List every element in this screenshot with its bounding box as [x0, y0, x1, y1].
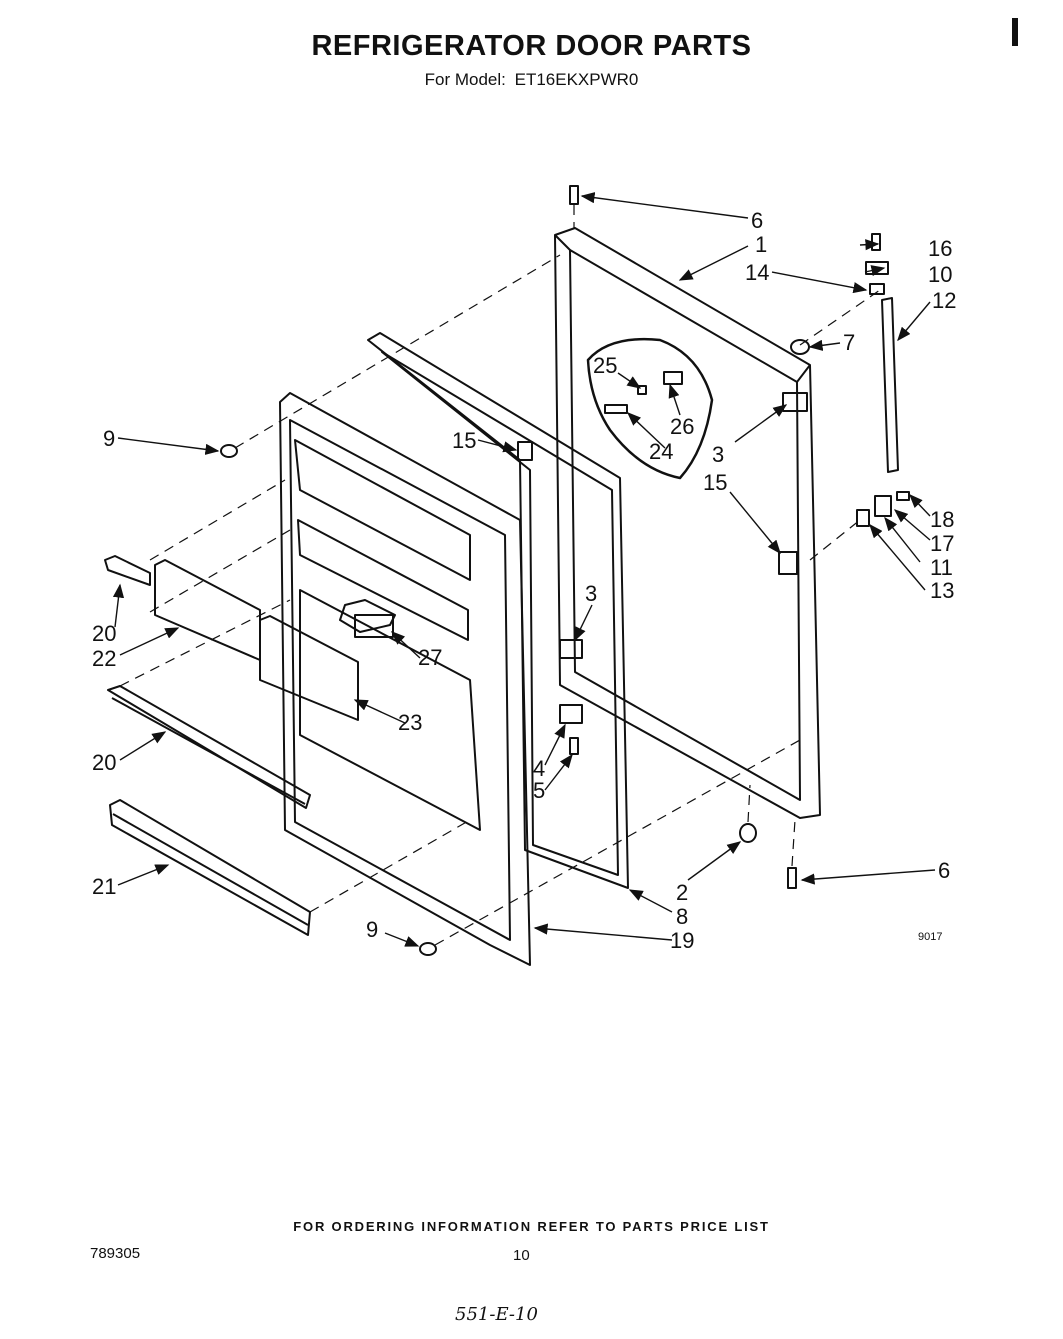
hinge-part-17	[874, 495, 892, 517]
callout-12: 12	[932, 288, 956, 313]
callout-24: 24	[649, 439, 673, 464]
door-liner	[279, 392, 531, 966]
screw-9-upper	[220, 444, 238, 458]
figure-code: 9017	[918, 931, 942, 943]
document-number: 789305	[90, 1245, 141, 1262]
callout-18: 18	[930, 507, 954, 532]
callout-2: 2	[676, 880, 688, 905]
callout-23: 23	[398, 710, 422, 735]
callout-14: 14	[745, 260, 769, 285]
detail-bubble	[586, 338, 714, 480]
callout-3-upper: 3	[712, 442, 724, 467]
shelf-21	[109, 799, 311, 936]
hinge-3-upper	[782, 392, 808, 412]
model-line: For Model: ET16EKXPWR0	[0, 70, 1063, 90]
part-25	[637, 385, 647, 395]
screw-9-lower	[419, 942, 437, 956]
callout-15-right: 15	[703, 470, 727, 495]
callout-10: 10	[928, 262, 952, 287]
page-title: REFRIGERATOR DOOR PARTS	[311, 30, 752, 62]
hinge-4	[559, 704, 583, 724]
callout-3-lower: 3	[585, 581, 597, 606]
button-27	[354, 614, 394, 638]
callout-21: 21	[92, 874, 116, 899]
leader-arrows	[112, 192, 936, 947]
assembly-lines	[119, 205, 881, 946]
callout-22: 22	[92, 646, 116, 671]
callout-20-lower: 20	[92, 750, 116, 775]
bushing-2	[739, 823, 757, 843]
shelf-rail-lower	[107, 685, 311, 809]
callout-26: 26	[670, 414, 694, 439]
callout-13: 13	[930, 578, 954, 603]
screw-6-bottom	[787, 867, 797, 889]
callout-8: 8	[676, 904, 688, 929]
callout-9-upper: 9	[103, 426, 115, 451]
callout-11: 11	[930, 555, 953, 580]
stop-15-right	[778, 551, 798, 575]
ordering-note: FOR ORDERING INFORMATION REFER TO PARTS …	[293, 1219, 770, 1234]
corner-mark	[1012, 18, 1018, 46]
callout-1: 1	[755, 232, 767, 257]
callout-9-lower: 9	[366, 917, 378, 942]
door-outer-panel	[554, 227, 821, 819]
screw-6-top	[569, 185, 579, 205]
callout-6-top: 6	[751, 208, 763, 233]
callout-4: 4	[533, 756, 545, 781]
callout-5: 5	[533, 778, 545, 803]
callout-19: 19	[670, 928, 694, 953]
callout-16: 16	[928, 236, 952, 261]
callout-20-upper: 20	[92, 621, 116, 646]
callout-25: 25	[593, 353, 617, 378]
hinge-3-lower	[559, 639, 583, 659]
callout-15-left: 15	[452, 428, 476, 453]
hinge-pin-14	[869, 283, 885, 295]
part-26	[663, 371, 683, 385]
part-24	[604, 404, 628, 414]
model-value: ET16EKXPWR0	[514, 70, 639, 89]
callout-6-bottom: 6	[938, 858, 950, 883]
page-number: 10	[513, 1247, 530, 1264]
stop-15-left	[517, 441, 533, 461]
shelf-22	[154, 559, 261, 661]
screw-5	[569, 737, 579, 755]
screw-18	[896, 491, 910, 501]
shelf-rail-upper	[104, 555, 151, 586]
washer-7	[790, 339, 810, 355]
hinge-part-10	[865, 261, 889, 275]
hinge-part-13	[856, 509, 870, 527]
model-label: For Model:	[424, 70, 506, 89]
screw-16	[871, 233, 881, 251]
callout-27: 27	[418, 645, 442, 670]
callout-17: 17	[930, 531, 954, 556]
callout-7: 7	[843, 330, 855, 355]
handwritten-note: 551-E-10	[455, 1304, 538, 1325]
shelf-23	[259, 615, 359, 721]
door-handle	[881, 297, 899, 473]
